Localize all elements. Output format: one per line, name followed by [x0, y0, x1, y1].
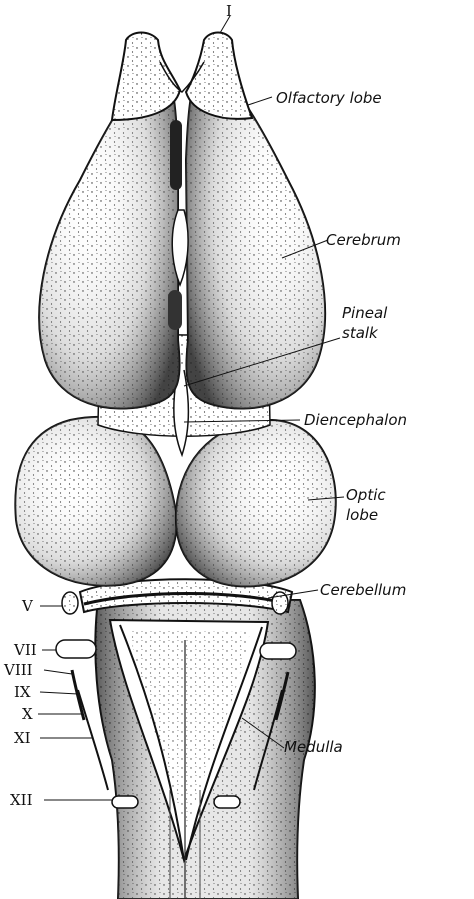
label-diencephalon: Diencephalon: [304, 411, 407, 429]
label-lobe: lobe: [346, 506, 378, 524]
optic-lobes: [15, 417, 335, 587]
label-cranial-nerve-XII: XII: [10, 791, 33, 809]
label-cranial-nerve-VIII: VIII: [3, 661, 33, 679]
label-cerebrum: Cerebrum: [326, 231, 401, 249]
cranial-nerve-labels: V VII VIII IX X XI XII: [3, 597, 37, 809]
label-optic: Optic: [346, 486, 386, 504]
olfactory-lobes: [112, 33, 252, 121]
label-cranial-nerve-X: X: [22, 705, 33, 723]
label-cranial-nerve-I: I: [226, 2, 232, 20]
label-olfactory-lobe: Olfactory lobe: [276, 89, 382, 107]
label-cranial-nerve-XI: XI: [14, 729, 31, 747]
label-pineal: Pineal: [342, 304, 388, 322]
label-cranial-nerve-V: V: [21, 597, 34, 615]
label-cranial-nerve-IX: IX: [14, 683, 31, 701]
label-stalk: stalk: [342, 324, 379, 342]
label-medulla: Medulla: [284, 738, 343, 756]
label-cerebellum: Cerebellum: [320, 581, 406, 599]
label-cranial-nerve-VII: VII: [13, 641, 37, 659]
